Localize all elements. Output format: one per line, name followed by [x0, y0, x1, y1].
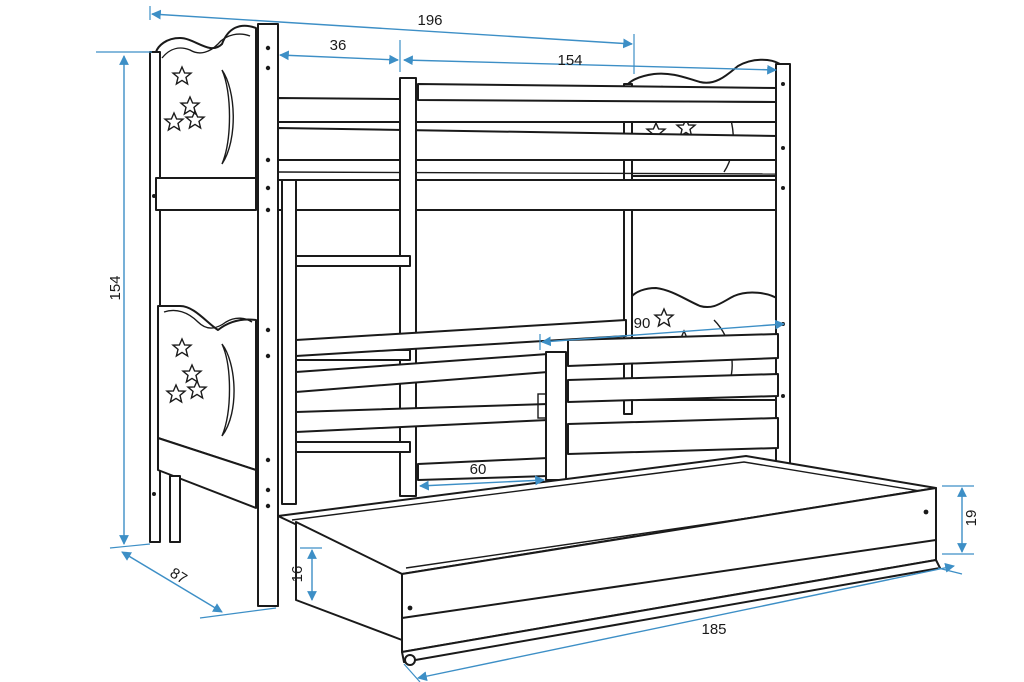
- guard-gap-label: 60: [470, 461, 487, 478]
- drawer-height-label: 16: [289, 566, 306, 583]
- dimension-sleep-length: 154: [403, 52, 777, 75]
- dimension-opening-height: 90: [539, 315, 785, 350]
- opening-height-label: 90: [634, 315, 651, 332]
- left-upper-headboard: [155, 24, 257, 179]
- dimension-ladder-width: 36: [279, 37, 401, 72]
- upper-bed-frame: [277, 83, 779, 211]
- trundle-drawer: [277, 455, 941, 666]
- dimension-total-height: 154: [96, 51, 152, 549]
- ladder-width-label: 36: [330, 37, 347, 54]
- dimension-drawer-height: 16: [289, 547, 322, 601]
- left-front-post: [152, 23, 279, 607]
- dimension-drawer-front: 19: [942, 485, 980, 555]
- drawer-front-label: 19: [963, 510, 980, 527]
- right-front-post: [775, 63, 791, 465]
- dimension-guard-gap: 60: [419, 461, 545, 491]
- depth-label: 87: [167, 565, 190, 588]
- total-length-label: 196: [417, 12, 442, 29]
- dimension-drawer-length: 185: [403, 563, 963, 682]
- left-lower-headboard: [157, 305, 257, 543]
- dimension-total-length: 196: [149, 6, 635, 74]
- sleep-length-label: 154: [557, 52, 582, 69]
- total-height-label: 154: [107, 275, 124, 300]
- left-upper-rail: [155, 177, 257, 211]
- left-outer-post: [149, 51, 161, 543]
- drawer-length-label: 185: [701, 621, 726, 638]
- ladder: [281, 77, 417, 505]
- dimension-depth: 87: [121, 551, 277, 619]
- right-back-post: [623, 83, 633, 415]
